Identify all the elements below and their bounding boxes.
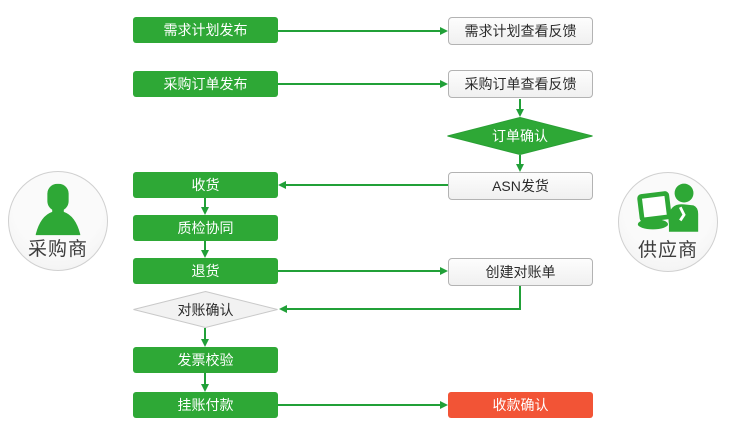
actor-supplier: 供应商: [618, 172, 718, 272]
node-asn-ship-label: ASN发货: [492, 178, 549, 194]
node-payment-label: 挂账付款: [177, 397, 234, 413]
node-demand-publish: 需求计划发布: [133, 17, 278, 43]
node-create-statement-label: 创建对账单: [485, 264, 556, 280]
node-po-feedback: 采购订单查看反馈: [448, 70, 593, 98]
node-demand-publish-label: 需求计划发布: [163, 22, 248, 38]
node-po-publish: 采购订单发布: [133, 71, 278, 97]
node-payment: 挂账付款: [133, 392, 278, 418]
node-receipt-confirm: 收款确认: [448, 392, 593, 418]
person-icon: [9, 181, 107, 239]
person-laptop-icon: [619, 182, 717, 240]
node-create-statement: 创建对账单: [448, 258, 593, 286]
actor-supplier-label: 供应商: [637, 240, 698, 261]
node-return-goods-label: 退货: [191, 263, 220, 279]
node-invoice-verify: 发票校验: [133, 347, 278, 373]
node-order-confirm-label: 订单确认: [492, 128, 548, 144]
node-demand-feedback: 需求计划查看反馈: [448, 17, 593, 45]
node-recon-confirm: 对账确认: [133, 291, 278, 328]
node-receive-goods-label: 收货: [191, 177, 220, 193]
node-return-goods: 退货: [133, 258, 278, 284]
node-po-publish-label: 采购订单发布: [163, 76, 248, 92]
node-receipt-confirm-label: 收款确认: [492, 397, 549, 413]
actor-buyer: 采购商: [8, 171, 108, 271]
node-invoice-verify-label: 发票校验: [177, 352, 234, 368]
node-recon-confirm-label: 对账确认: [177, 301, 234, 318]
node-receive-goods: 收货: [133, 172, 278, 198]
node-demand-feedback-label: 需求计划查看反馈: [464, 23, 577, 39]
actor-buyer-label: 采购商: [27, 239, 88, 260]
node-order-confirm: 订单确认: [447, 117, 593, 155]
node-quality-check: 质检协同: [133, 215, 278, 241]
node-quality-check-label: 质检协同: [177, 220, 234, 236]
node-asn-ship: ASN发货: [448, 172, 593, 200]
node-po-feedback-label: 采购订单查看反馈: [464, 76, 577, 92]
